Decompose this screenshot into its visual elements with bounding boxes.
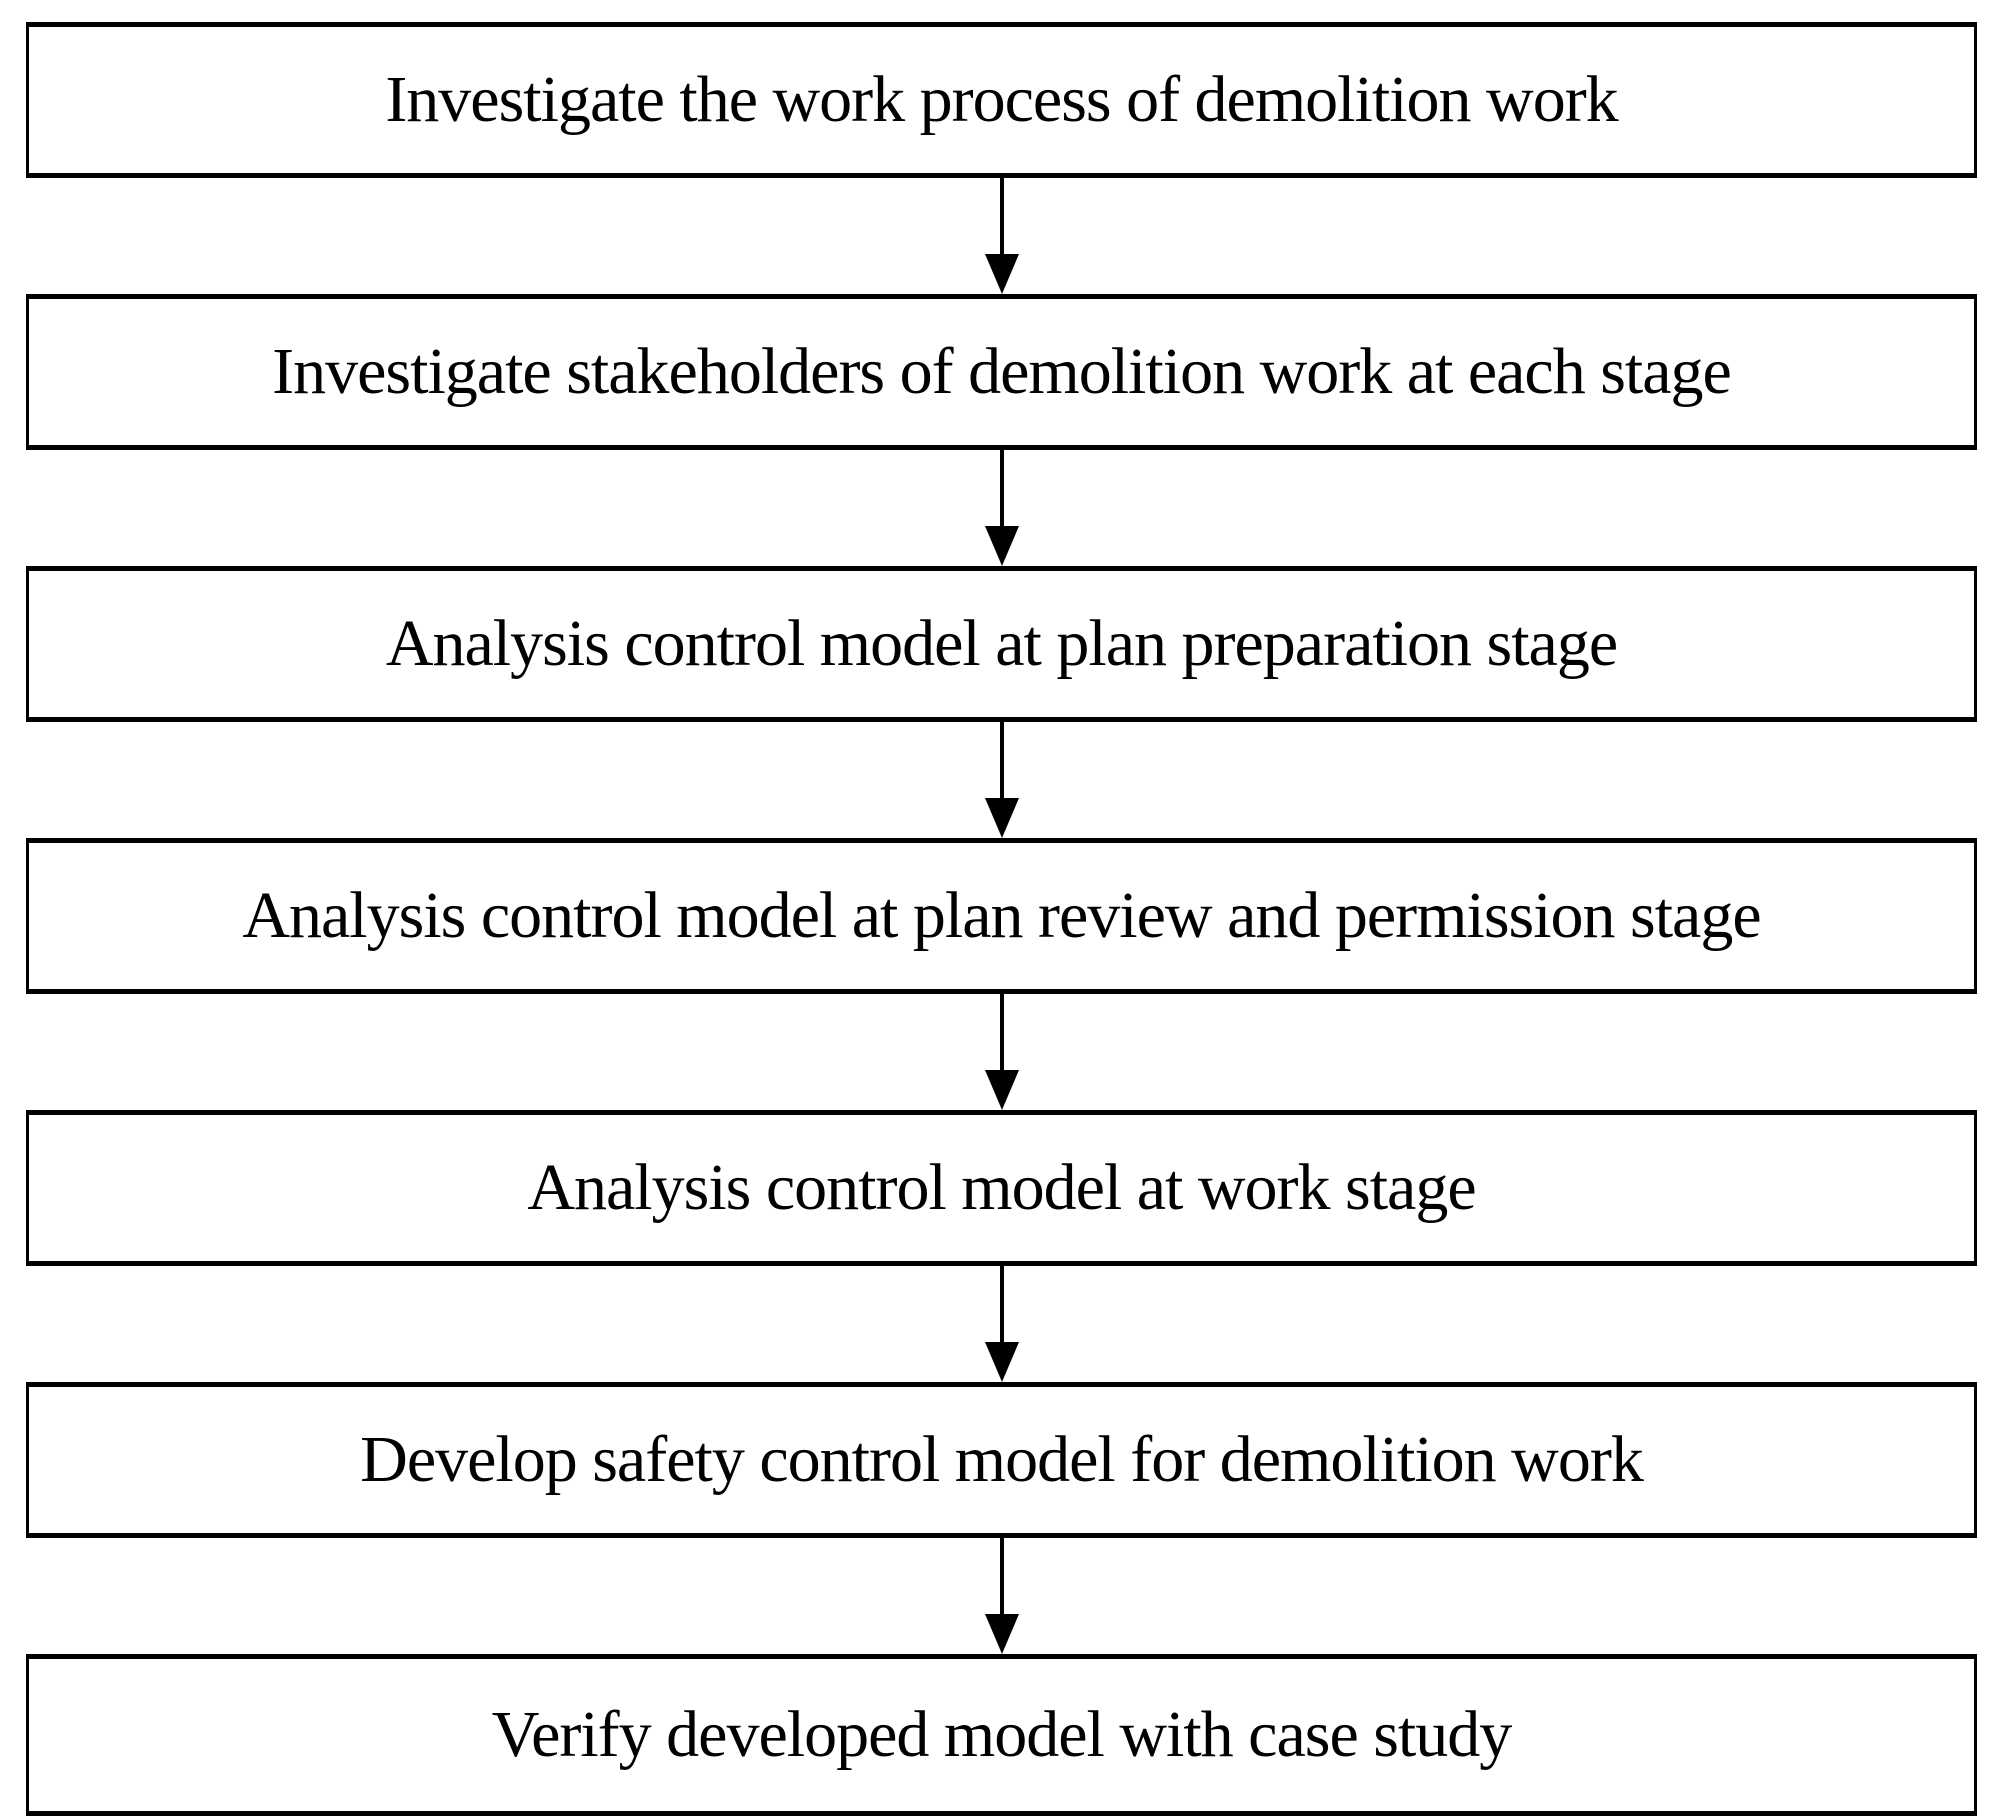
flow-step-label: Develop safety control model for demolit… <box>360 1423 1644 1496</box>
flow-step-label: Analysis control model at plan preparati… <box>385 607 1618 680</box>
arrow-down-icon <box>984 994 1019 1110</box>
arrow-head <box>984 1070 1019 1110</box>
arrow-down-icon <box>984 178 1019 294</box>
arrow-shaft <box>999 994 1004 1071</box>
flow-step-label: Verify developed model with case study <box>491 1698 1513 1771</box>
arrow-down-icon <box>984 722 1019 838</box>
arrow-head <box>984 254 1019 294</box>
arrow-shaft <box>999 178 1004 255</box>
flow-step-verify-model-case-study: Verify developed model with case study <box>26 1654 1977 1816</box>
flow-step-label: Investigate the work process of demoliti… <box>385 63 1618 136</box>
arrow-shaft <box>999 1538 1004 1615</box>
arrow-head <box>984 1342 1019 1382</box>
arrow-shaft <box>999 1266 1004 1343</box>
flow-step-analysis-plan-preparation: Analysis control model at plan preparati… <box>26 566 1977 722</box>
arrow-down-icon <box>984 450 1019 566</box>
flow-step-investigate-stakeholders: Investigate stakeholders of demolition w… <box>26 294 1977 450</box>
flow-step-analysis-plan-review-permission: Analysis control model at plan review an… <box>26 838 1977 994</box>
flow-step-investigate-work-process: Investigate the work process of demoliti… <box>26 22 1977 178</box>
arrow-head <box>984 798 1019 838</box>
flow-step-develop-safety-model: Develop safety control model for demolit… <box>26 1382 1977 1538</box>
arrow-down-icon <box>984 1538 1019 1654</box>
arrow-shaft <box>999 450 1004 527</box>
arrow-head <box>984 1614 1019 1654</box>
flow-step-label: Analysis control model at work stage <box>527 1151 1476 1224</box>
flow-step-label: Investigate stakeholders of demolition w… <box>272 335 1732 408</box>
arrow-shaft <box>999 722 1004 799</box>
flow-step-analysis-work-stage: Analysis control model at work stage <box>26 1110 1977 1266</box>
flow-step-label: Analysis control model at plan review an… <box>242 879 1761 952</box>
arrow-head <box>984 526 1019 566</box>
arrow-down-icon <box>984 1266 1019 1382</box>
